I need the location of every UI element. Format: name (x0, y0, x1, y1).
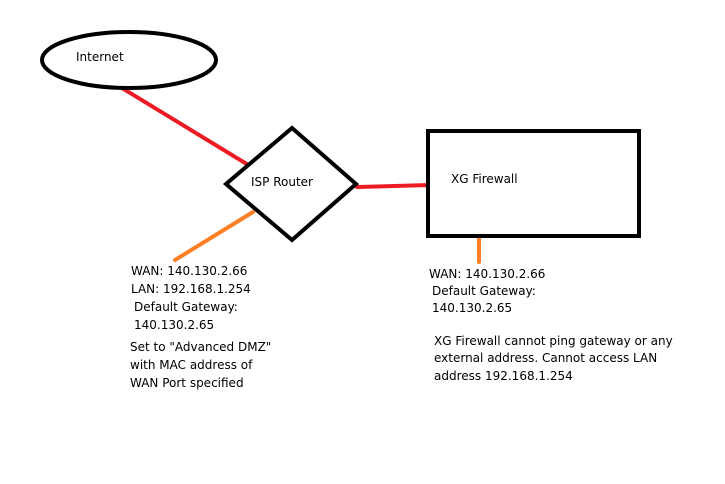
router-wan-address: WAN: 140.130.2.66 (131, 264, 248, 278)
router-dmz-note-line1: Set to "Advanced DMZ" (130, 340, 272, 354)
firewall-issue-line3: address 192.168.1.254 (434, 369, 573, 383)
internet-node-shape (40, 30, 218, 90)
xg-firewall-label: XG Firewall (451, 172, 518, 186)
firewall-wan-address: WAN: 140.130.2.66 (429, 267, 546, 281)
router-dmz-note-line3: WAN Port specified (130, 376, 244, 390)
firewall-issue-line1: XG Firewall cannot ping gateway or any (434, 334, 673, 348)
internet-label: Internet (76, 50, 124, 64)
xg-firewall-node-shape (426, 129, 641, 238)
annotation-pointer-router (173, 210, 255, 262)
isp-router-node-shape (222, 125, 360, 243)
router-lan-address: LAN: 192.168.1.254 (131, 282, 251, 296)
router-gateway-label: Default Gateway: (134, 300, 238, 314)
firewall-gateway-label: Default Gateway: (432, 284, 536, 298)
isp-router-label: ISP Router (251, 175, 313, 189)
router-gateway-value: 140.130.2.65 (134, 318, 215, 332)
router-dmz-note-line2: with MAC address of (130, 358, 253, 372)
link-internet-to-router (120, 86, 252, 168)
link-router-to-firewall (355, 183, 432, 189)
firewall-gateway-value: 140.130.2.65 (432, 301, 513, 315)
firewall-issue-line2: external address. Cannot access LAN (434, 351, 658, 365)
